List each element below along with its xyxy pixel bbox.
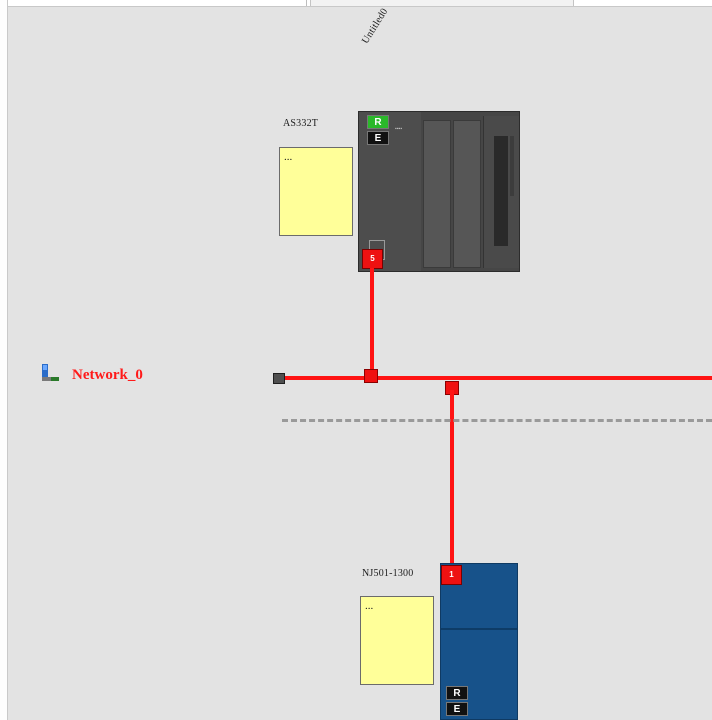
cpu-text-decoration: ▪▪▪▪ <box>395 126 403 132</box>
device-model-label: AS332T <box>283 118 319 129</box>
run-status-badge: R <box>446 686 468 700</box>
io-module <box>483 116 519 268</box>
top-toolbar-strip <box>0 0 712 7</box>
module-slot <box>423 120 451 268</box>
bus-node-top[interactable] <box>364 369 378 383</box>
network-bus-line[interactable] <box>283 376 712 380</box>
io-terminal-block <box>494 136 508 246</box>
device-port-connector[interactable]: 1 <box>441 565 462 585</box>
top-pane-left <box>8 0 307 6</box>
device-model-label: NJ501-1300 <box>362 568 414 579</box>
link-line-bottom-device <box>450 390 454 566</box>
plc-device-as332t[interactable]: ▪▪▪▪ <box>358 111 520 272</box>
module-slot <box>453 120 481 268</box>
left-scroll-strip <box>0 0 8 720</box>
io-indicator <box>510 136 514 196</box>
top-pane-right <box>310 0 574 6</box>
network-icon <box>42 364 59 381</box>
device-comment-box[interactable]: ... <box>279 147 353 236</box>
network-label[interactable]: Network_0 <box>72 367 143 383</box>
link-line-top-device <box>370 268 374 376</box>
section-divider <box>282 419 712 422</box>
network-bus-endpoint[interactable] <box>273 373 285 384</box>
run-status-badge: R <box>367 115 389 129</box>
device-port-connector[interactable]: 5 <box>362 249 383 269</box>
error-status-badge: E <box>446 702 468 716</box>
module-divider <box>441 628 517 630</box>
device-comment-box[interactable]: ... <box>360 596 434 685</box>
error-status-badge: E <box>367 131 389 145</box>
